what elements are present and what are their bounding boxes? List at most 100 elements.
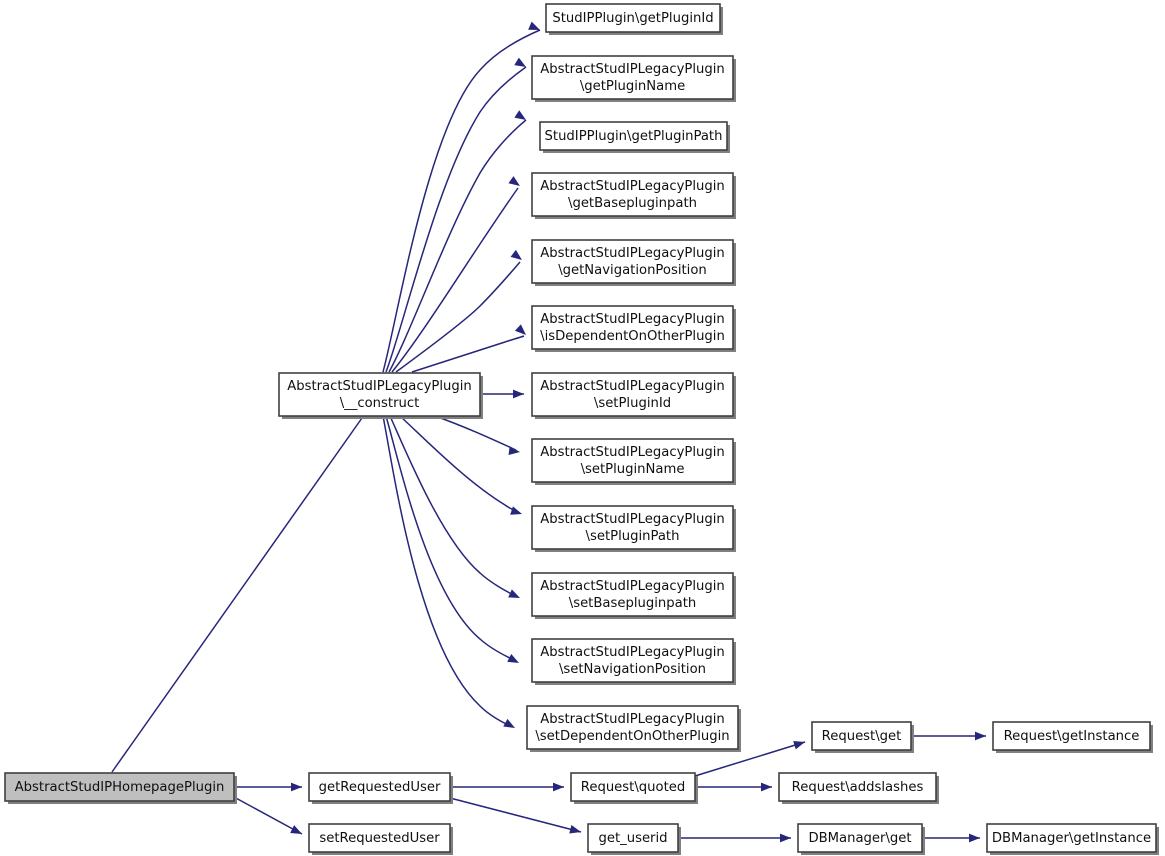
graph-node-setDependentOnOtherPlugin[interactable]: AbstractStudIPLegacyPlugin\setDependentO…	[526, 705, 741, 752]
node-box[interactable]	[531, 438, 734, 483]
node-box[interactable]	[531, 239, 734, 284]
graph-node-dbManagerGetInstance[interactable]: DBManager\getInstance	[986, 823, 1159, 855]
arrowhead	[514, 110, 526, 120]
arrowhead	[503, 718, 515, 728]
graph-node-getNavigationPosition[interactable]: AbstractStudIPLegacyPlugin\getNavigation…	[531, 239, 736, 286]
edge-line	[233, 796, 303, 835]
graph-node-requestAddslashes[interactable]: Request\addslashes	[778, 772, 939, 804]
edge-root-to-getRequestedUser	[234, 782, 302, 792]
edge-construct-to-getPluginId	[382, 21, 541, 373]
graph-node-getPluginName[interactable]: AbstractStudIPLegacyPlugin\getPluginName	[531, 55, 736, 102]
node-box[interactable]	[278, 372, 481, 417]
node-box[interactable]	[531, 172, 734, 217]
edge-line	[395, 261, 521, 373]
node-box[interactable]	[531, 638, 734, 683]
edge-construct-to-isDependentOnOtherPlugin	[411, 324, 526, 373]
node-box[interactable]	[531, 505, 734, 550]
node-box[interactable]	[4, 772, 235, 802]
edge-construct-to-setNavigationPosition	[385, 415, 519, 663]
graph-node-setPluginId[interactable]: AbstractStudIPLegacyPlugin\setPluginId	[531, 372, 736, 419]
graph-node-construct[interactable]: AbstractStudIPLegacyPlugin\__construct	[278, 372, 483, 419]
edge-line	[382, 415, 513, 728]
edge-construct-to-getPluginPath	[388, 110, 527, 373]
node-box[interactable]	[308, 772, 451, 802]
arrowhead	[513, 389, 524, 399]
arrowhead	[514, 57, 526, 67]
arrowhead	[553, 782, 564, 792]
node-box[interactable]	[308, 823, 451, 853]
graph-node-setPluginPath[interactable]: AbstractStudIPLegacyPlugin\setPluginPath	[531, 505, 736, 552]
edge-construct-to-getNavigationPosition	[395, 249, 522, 373]
edge-line	[399, 415, 520, 514]
node-box[interactable]	[526, 705, 739, 750]
node-box[interactable]	[797, 823, 923, 853]
edge-getRequestedUser-to-requestQuoted	[450, 782, 564, 792]
node-box[interactable]	[587, 823, 679, 853]
edge-dbManagerGet-to-dbManagerGetInstance	[922, 833, 980, 843]
edge-getUserid-to-dbManagerGet	[678, 833, 791, 843]
node-box[interactable]	[531, 572, 734, 617]
edge-construct-to-setPluginName	[434, 415, 520, 455]
edge-line	[434, 415, 517, 451]
graph-node-setBasepluginpath[interactable]: AbstractStudIPLegacyPlugin\setBaseplugin…	[531, 572, 736, 619]
node-box[interactable]	[811, 721, 912, 751]
arrowhead	[793, 740, 805, 750]
edge-root-to-construct	[111, 408, 363, 773]
arrowhead	[508, 446, 520, 455]
graph-node-requestGet[interactable]: Request\get	[811, 721, 914, 753]
graph-node-getPluginPath[interactable]: StudIPPlugin\getPluginPath	[539, 121, 730, 153]
arrowhead	[510, 506, 522, 515]
edge-layer	[111, 21, 986, 843]
node-box[interactable]	[531, 372, 734, 417]
arrowhead	[510, 249, 522, 260]
edge-requestGet-to-requestGetInstance	[911, 731, 986, 741]
arrowhead	[780, 833, 791, 843]
arrowhead	[975, 731, 986, 741]
graph-node-dbManagerGet[interactable]: DBManager\get	[797, 823, 925, 855]
edge-construct-to-setPluginId	[480, 389, 524, 399]
graph-node-isDependentOnOtherPlugin[interactable]: AbstractStudIPLegacyPlugin\isDependentOn…	[531, 305, 736, 352]
edge-line	[389, 415, 518, 598]
graph-node-requestQuoted[interactable]: Request\quoted	[570, 772, 698, 804]
arrowhead	[761, 782, 772, 792]
edge-line	[385, 415, 517, 662]
graph-node-root[interactable]: AbstractStudIPHomepagePlugin	[4, 772, 237, 804]
edge-getRequestedUser-to-getUserid	[449, 797, 582, 834]
node-box[interactable]	[531, 305, 734, 350]
graph-node-getPluginId[interactable]: StudIPPlugin\getPluginId	[545, 3, 723, 35]
graph-node-getRequestedUser[interactable]: getRequestedUser	[308, 772, 453, 804]
arrowhead	[528, 21, 540, 30]
edge-root-to-setRequestedUser	[233, 796, 303, 835]
arrowhead	[508, 589, 520, 598]
graph-node-setRequestedUser[interactable]: setRequestedUser	[308, 823, 453, 855]
edge-requestQuoted-to-requestAddslashes	[695, 782, 772, 792]
edge-line	[382, 29, 541, 373]
edge-line	[694, 741, 806, 777]
edge-construct-to-setBasepluginpath	[389, 415, 520, 598]
edge-requestQuoted-to-requestGet	[694, 740, 806, 777]
graph-node-requestGetInstance[interactable]: Request\getInstance	[992, 721, 1153, 753]
edge-line	[111, 417, 363, 773]
graph-node-getUserid[interactable]: get_userid	[587, 823, 681, 855]
node-box[interactable]	[545, 3, 721, 33]
graph-node-setPluginName[interactable]: AbstractStudIPLegacyPlugin\setPluginName	[531, 438, 736, 485]
graph-node-setNavigationPosition[interactable]: AbstractStudIPLegacyPlugin\setNavigation…	[531, 638, 736, 685]
edge-line	[411, 335, 525, 373]
node-box[interactable]	[539, 121, 728, 151]
edge-construct-to-getPluginName	[385, 57, 527, 373]
edge-construct-to-setPluginPath	[399, 415, 522, 515]
arrowhead	[514, 324, 526, 335]
edge-construct-to-getBasepluginpath	[391, 176, 520, 373]
arrowhead	[291, 782, 302, 792]
arrowhead	[569, 824, 581, 834]
arrowhead	[508, 176, 520, 186]
graph-node-getBasepluginpath[interactable]: AbstractStudIPLegacyPlugin\getBaseplugin…	[531, 172, 736, 219]
edge-line	[385, 66, 527, 373]
arrowhead	[507, 654, 519, 663]
node-box[interactable]	[570, 772, 696, 802]
node-box[interactable]	[778, 772, 937, 802]
node-box[interactable]	[986, 823, 1157, 853]
node-box[interactable]	[531, 55, 734, 100]
node-box[interactable]	[992, 721, 1151, 751]
